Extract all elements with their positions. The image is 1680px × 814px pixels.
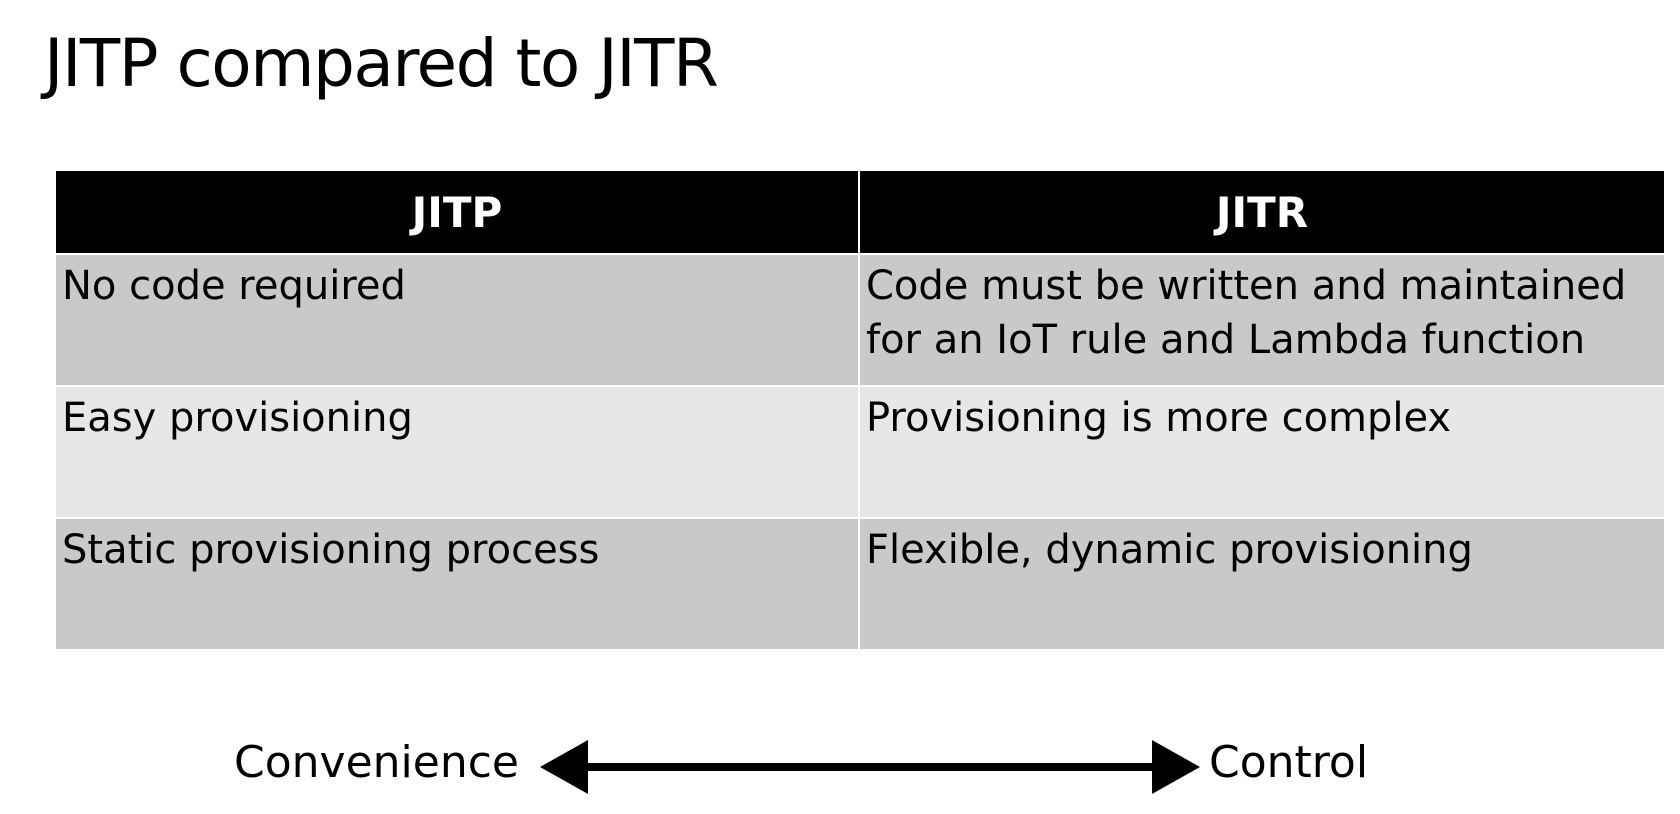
control-label: Control xyxy=(1209,737,1369,788)
convenience-label: Convenience xyxy=(234,737,519,788)
jitr-cell: Code must be written and maintained for … xyxy=(858,253,1666,387)
comparison-table: JITP JITR No code required Code must be … xyxy=(54,169,1666,651)
jitr-cell: Provisioning is more complex xyxy=(858,385,1666,519)
table-row: No code required Code must be written an… xyxy=(54,253,1666,387)
jitp-cell: Static provisioning process xyxy=(54,517,860,651)
arrow-head-right xyxy=(1152,740,1200,794)
table-header-row: JITP JITR xyxy=(54,169,1666,255)
double-arrow-icon xyxy=(540,740,1200,794)
jitp-cell: Easy provisioning xyxy=(54,385,860,519)
header-jitp: JITP xyxy=(54,169,860,255)
header-jitr: JITR xyxy=(858,169,1666,255)
arrow-shaft xyxy=(580,763,1160,771)
table-row: Static provisioning process Flexible, dy… xyxy=(54,517,1666,651)
arrow-head-left xyxy=(540,740,588,794)
table-row: Easy provisioning Provisioning is more c… xyxy=(54,385,1666,519)
slide-title: JITP compared to JITR xyxy=(44,25,719,102)
jitr-cell: Flexible, dynamic provisioning xyxy=(858,517,1666,651)
jitp-cell: No code required xyxy=(54,253,860,387)
